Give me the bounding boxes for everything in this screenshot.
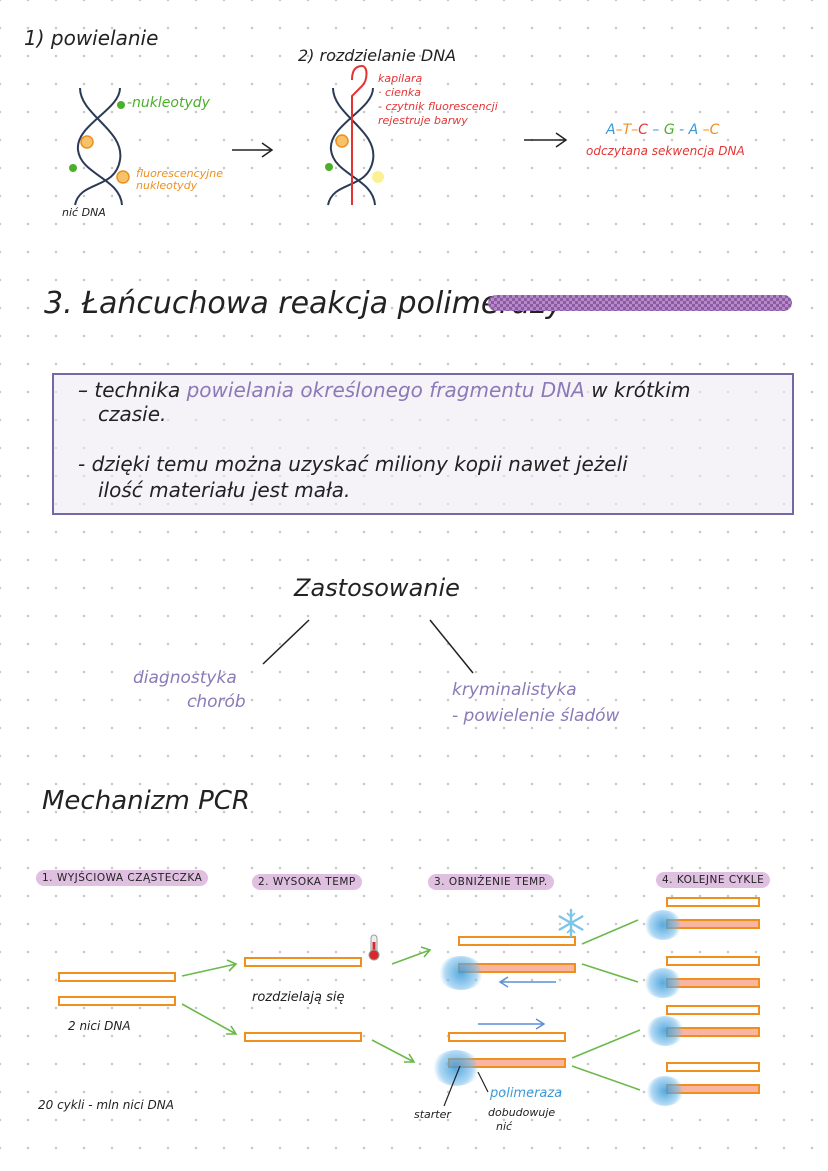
dna-strand <box>666 956 760 966</box>
application-diagnostics: diagnostyka <box>133 668 237 688</box>
application-diagnostics-2: chorób <box>187 692 246 712</box>
definition-line1: – technika powielania określonego fragme… <box>78 378 690 402</box>
polymerase-blob <box>438 956 484 990</box>
dna-strand <box>666 1062 760 1072</box>
snowflake-icon <box>558 908 584 938</box>
fluorescent-nucleotides-label: fluorescencyjne nukleotydy <box>136 167 223 192</box>
dna-strand <box>58 996 176 1006</box>
polymerase-blob <box>646 1016 684 1046</box>
definition-text: – technika <box>78 378 187 402</box>
polymerase-label: polimeraza <box>490 1086 563 1101</box>
polymerase-blob <box>644 968 682 998</box>
step-label-2: 2. WYSOKA TEMP <box>252 874 362 890</box>
dna-strand <box>58 972 176 982</box>
definition-line2b: ilość materiału jest mała. <box>98 478 351 502</box>
separate-label: rozdzielają się <box>252 990 345 1005</box>
seq-part: G <box>663 122 675 138</box>
definition-text: w krótkim <box>584 378 691 402</box>
applications-title: Zastosowanie <box>294 574 460 602</box>
dna-strand <box>458 936 576 946</box>
definition-line2: - dzięki temu można uzyskać miliony kopi… <box>78 452 628 476</box>
thermometer-icon <box>368 934 380 961</box>
seq-part: –C <box>702 122 720 138</box>
seq-part: A <box>606 122 616 138</box>
polymerase-blob <box>644 910 682 940</box>
step-label-3: 3. OBNIŻENIE TEMP. <box>428 874 554 890</box>
definition-box <box>52 373 794 515</box>
step2-title: 2) rozdzielanie DNA <box>298 46 457 65</box>
capillary-notes: kapilara · cienka - czytnik fluorescencj… <box>378 72 498 128</box>
nucleotides-label: -nukleotydy <box>127 95 210 111</box>
mechanism-title: Mechanizm PCR <box>42 786 250 816</box>
polymerase-blob <box>646 1076 684 1106</box>
definition-line1b: czasie. <box>98 402 167 426</box>
polymerase-blob <box>432 1050 480 1086</box>
seq-part: - A <box>674 122 703 138</box>
seq-part: –T– <box>615 122 639 138</box>
seq-part: – <box>647 122 664 138</box>
dna-sequence: A–T–C – G - A –C <box>606 122 719 138</box>
two-strands-label: 2 nici DNA <box>68 1019 131 1033</box>
sequence-label: odczytana sekwencja DNA <box>586 144 745 158</box>
step-label-1: 1. WYJŚCIOWA CZĄSTECZKA <box>36 870 209 886</box>
definition-highlight: powielania określonego fragmentu DNA <box>186 378 585 402</box>
dna-strand-label: nić DNA <box>62 206 106 219</box>
application-forensics: kryminalistyka <box>452 680 577 700</box>
primer-label: starter <box>414 1108 451 1121</box>
builds-label-2: nić <box>496 1120 513 1133</box>
step-label-4: 4. KOLEJNE CYKLE <box>656 872 771 888</box>
pcr-title: 3. Łańcuchowa reakcja polimerazy <box>44 286 564 321</box>
dna-strand <box>666 1005 760 1015</box>
step1-title: 1) powielanie <box>24 26 159 50</box>
dna-strand <box>244 957 362 967</box>
capillary-note: · cienka <box>378 86 421 99</box>
builds-label: dobudowuje <box>488 1106 556 1119</box>
seq-part: C <box>638 122 648 138</box>
capillary-note: - czytnik fluorescencji <box>378 100 498 113</box>
title-highlight <box>488 295 792 311</box>
capillary-note: rejestruje barwy <box>378 114 468 127</box>
application-forensics-2: - powielenie śladów <box>452 706 620 726</box>
dna-strand <box>244 1032 362 1042</box>
capillary-note: kapilara <box>378 72 423 85</box>
dna-strand <box>666 897 760 907</box>
cycles-label: 20 cykli - mln nici DNA <box>38 1098 174 1112</box>
dna-strand <box>448 1032 566 1042</box>
